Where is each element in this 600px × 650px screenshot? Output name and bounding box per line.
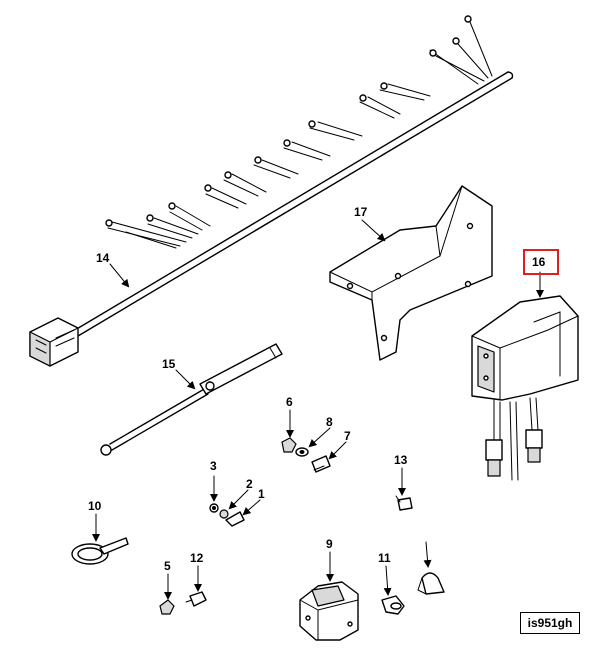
- callout-8: 8: [326, 415, 333, 429]
- callout-13: 13: [394, 453, 408, 467]
- sensor-9: [299, 581, 359, 641]
- hardware-items: [209, 437, 413, 527]
- callout-14: 14: [96, 251, 110, 265]
- callout-labels: 14 15 17 16 6 8 7 3 2 1 13 10 9 11 5 12: [88, 205, 546, 573]
- callout-10: 10: [88, 499, 102, 513]
- callout-5: 5: [164, 559, 171, 573]
- callout-7: 7: [344, 429, 351, 443]
- callout-16: 16: [532, 255, 546, 269]
- wire-harness-14: [29, 15, 514, 367]
- callout-15: 15: [162, 357, 176, 371]
- harness-connector: [29, 317, 79, 367]
- clip-11: [381, 595, 405, 615]
- callout-11: 11: [378, 551, 391, 565]
- callout-9: 9: [326, 537, 333, 551]
- cable-tie-10: [71, 537, 129, 565]
- mounting-bracket-17: [329, 185, 493, 361]
- leader-lines: [92, 219, 544, 600]
- callout-2: 2: [246, 477, 253, 491]
- clamp-4: [417, 572, 445, 595]
- hardware-5-12: [159, 591, 207, 615]
- callout-12: 12: [190, 551, 204, 565]
- control-module-16: [471, 295, 579, 481]
- rod-15: [100, 343, 283, 456]
- callout-16-highlight: [523, 249, 559, 275]
- callout-3: 3: [210, 459, 217, 473]
- figure-id-label: is951gh: [520, 612, 580, 634]
- callout-1: 1: [258, 487, 265, 501]
- callout-17: 17: [354, 205, 368, 219]
- callout-6: 6: [286, 395, 293, 409]
